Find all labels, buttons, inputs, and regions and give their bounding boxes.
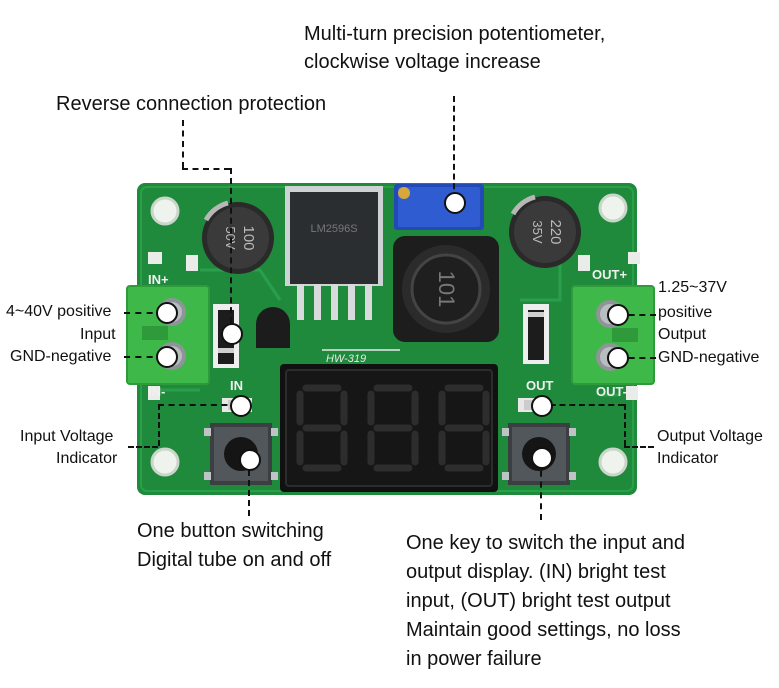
output-indicator-line1: Output Voltage — [657, 428, 763, 445]
transistor — [256, 307, 290, 348]
leader-reverse-c — [230, 168, 232, 333]
inductor-code: 101 — [434, 271, 459, 308]
leader-in-ind-a — [128, 446, 158, 448]
svg-text:100: 100 — [240, 225, 257, 250]
button-right-label-line4: Maintain good settings, no loss — [406, 619, 681, 641]
output-label: Output — [658, 326, 707, 343]
leader-out-pos — [618, 314, 656, 316]
regulator-ic: LM2596S — [285, 186, 383, 320]
potentiometer-label-line1: Multi-turn precision potentiometer, — [304, 23, 606, 45]
callout-dot-button-right — [531, 447, 553, 469]
silk-model: HW-319 — [326, 353, 366, 365]
silk-in-minus: IN- — [148, 384, 165, 399]
potentiometer — [394, 184, 484, 230]
seven-segment-display — [280, 364, 498, 492]
leader-button-right — [540, 460, 542, 520]
leader-out-gnd — [618, 357, 656, 359]
leader-out-ind-a — [624, 446, 654, 448]
button-left-label-line2: Digital tube on and off — [137, 549, 332, 571]
output-diode — [523, 304, 549, 364]
button-right-label-line2: output display. (IN) bright test — [406, 561, 666, 583]
output-gnd-label: GND-negative — [658, 349, 760, 366]
button-right-label-line1: One key to switch the input and — [406, 532, 686, 554]
output-positive-label: positive — [658, 304, 713, 321]
input-label: Input — [80, 326, 116, 343]
button-right-label-line3: input, (OUT) bright test output — [406, 590, 671, 612]
callout-dot-out-led — [531, 395, 553, 417]
leader-in-gnd — [124, 356, 164, 358]
capacitor-left: 100 50V — [202, 200, 274, 274]
callout-dot-in-gnd — [156, 346, 178, 368]
output-indicator-line2: Indicator — [657, 450, 719, 467]
svg-text:LM2596S: LM2596S — [310, 223, 357, 235]
silk-in-plus: IN+ — [148, 272, 169, 287]
silk-out: OUT — [526, 378, 554, 393]
leader-reverse-a — [182, 120, 184, 168]
mounting-holes — [150, 193, 628, 477]
leader-out-ind-c — [540, 404, 624, 406]
svg-text:35V: 35V — [530, 220, 545, 243]
leader-reverse-b — [182, 168, 230, 170]
callout-dot-out-pos — [607, 304, 629, 326]
output-range-label: 1.25~37V — [658, 279, 727, 296]
input-indicator-line2: Indicator — [56, 450, 118, 467]
svg-text:220: 220 — [547, 219, 564, 244]
leader-in-pos — [124, 312, 164, 314]
input-positive-label: 4~40V positive — [6, 303, 112, 320]
input-terminal — [126, 285, 210, 385]
leader-button-left — [248, 460, 250, 516]
leader-out-ind-b — [624, 404, 626, 446]
input-gnd-label: GND-negative — [10, 348, 112, 365]
button-right-label-line5: in power failure — [406, 648, 542, 670]
callout-dot-potentiometer — [444, 192, 466, 214]
leader-in-ind-b — [158, 404, 160, 446]
potentiometer-label-line2: clockwise voltage increase — [304, 51, 541, 73]
leader-potentiometer — [453, 96, 455, 199]
callout-dot-button-left — [239, 449, 261, 471]
button-left-label-line1: One button switching — [137, 520, 324, 542]
callout-dot-reverse — [221, 323, 243, 345]
capacitor-right: 220 35V — [509, 194, 581, 268]
inductor: 101 — [393, 236, 499, 342]
callout-dot-in-pos — [156, 302, 178, 324]
callout-dot-out-gnd — [607, 347, 629, 369]
leader-in-ind-c — [158, 404, 238, 406]
silk-out-minus: OUT- — [596, 384, 627, 399]
output-terminal — [571, 285, 655, 385]
input-indicator-line1: Input Voltage — [20, 428, 114, 445]
callout-dot-in-led — [230, 395, 252, 417]
silk-in: IN — [230, 378, 243, 393]
silk-out-plus: OUT+ — [592, 267, 627, 282]
reverse-protection-label: Reverse connection protection — [56, 93, 327, 115]
